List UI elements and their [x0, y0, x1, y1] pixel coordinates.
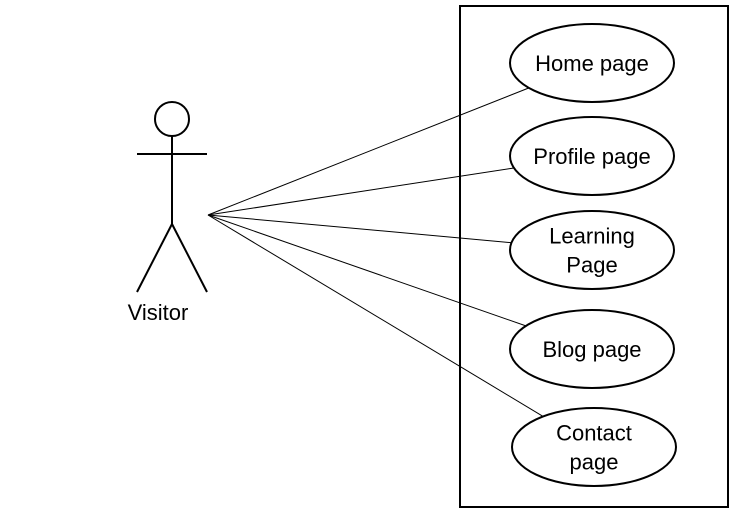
use-case-label: Page — [566, 253, 617, 278]
use-case-label: Contact — [556, 421, 632, 446]
actor-label: Visitor — [128, 300, 189, 325]
system-boundary — [459, 5, 729, 508]
use-case-label: Profile page — [533, 144, 650, 169]
association-line-contact — [207, 214, 544, 417]
use-case-home: Home page — [509, 23, 675, 103]
use-case-ellipse — [509, 210, 675, 290]
use-case-label: Learning — [549, 224, 635, 249]
use-case-contact: Contact page — [511, 407, 677, 487]
actor-left-leg — [136, 223, 173, 293]
actor-right-leg — [171, 223, 208, 293]
association-line-blog — [207, 214, 527, 327]
use-case-label: Home page — [535, 51, 649, 76]
use-case-profile: Profile page — [509, 116, 675, 196]
use-case-label: Blog page — [542, 337, 641, 362]
association-lines — [207, 87, 544, 417]
use-case-label: page — [570, 450, 619, 475]
use-case-ellipse — [509, 309, 675, 389]
association-line-home — [207, 87, 530, 216]
association-line-learning — [207, 214, 512, 244]
actor-head — [154, 101, 190, 137]
association-line-profile — [207, 167, 515, 216]
use-case-blog: Blog page — [509, 309, 675, 389]
use-case-ellipse — [511, 407, 677, 487]
use-case-ellipse — [509, 23, 675, 103]
use-case-ellipse — [509, 116, 675, 196]
actor-visitor: Visitor — [128, 101, 208, 325]
